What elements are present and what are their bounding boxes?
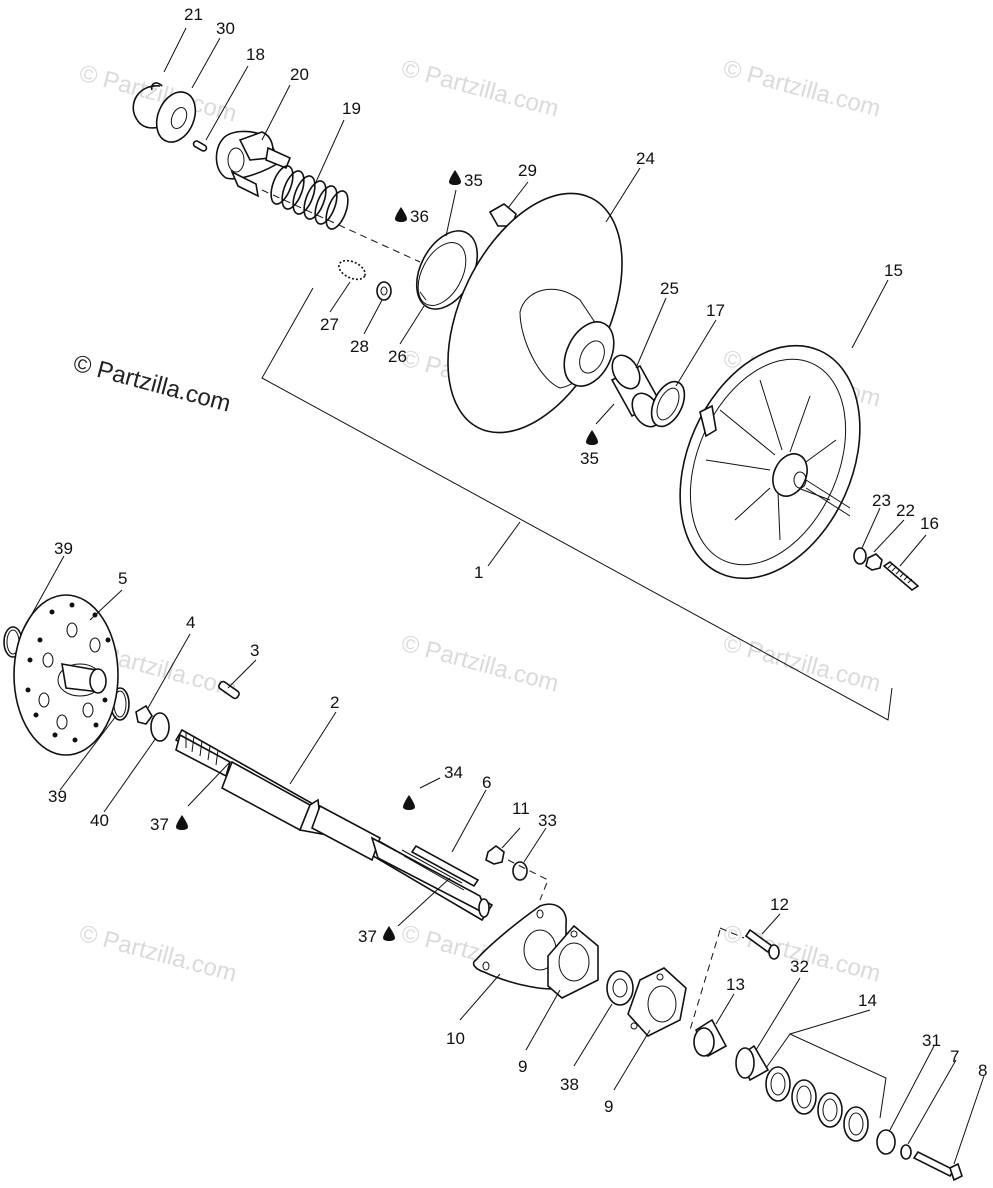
callout-label: 15	[884, 261, 903, 280]
callout-label: 35	[580, 449, 599, 468]
washer-31	[876, 1129, 896, 1155]
key-6	[410, 844, 480, 888]
callout-label: 29	[518, 161, 537, 180]
callout-label: 33	[538, 811, 557, 830]
callout-label: 32	[790, 957, 809, 976]
callout-label: 1	[474, 563, 483, 582]
callout-label: 22	[896, 501, 915, 520]
watermark: © Partzilla.com	[720, 55, 883, 123]
sheave-24	[447, 192, 623, 434]
shims-14	[765, 1066, 869, 1142]
circlip-21	[132, 85, 165, 129]
callout-label: 23	[872, 491, 891, 510]
callout-label: 2	[330, 693, 339, 712]
callout-label: 7	[950, 1047, 959, 1066]
stud-16	[882, 560, 920, 592]
callout-label: 3	[250, 641, 259, 660]
callout-label: 26	[388, 347, 407, 366]
bushing-25	[610, 354, 662, 428]
flange-9a	[547, 924, 599, 999]
callout-label: 16	[920, 514, 939, 533]
callout-label: 17	[706, 301, 725, 320]
callout-label: 34	[444, 763, 463, 782]
drop-icon	[403, 795, 415, 810]
spacer-32	[735, 1044, 770, 1082]
nut-11	[485, 845, 505, 865]
spider-20	[215, 130, 292, 198]
drop-icon	[449, 170, 461, 185]
bolt-8	[912, 1150, 963, 1182]
washer-33	[512, 861, 528, 881]
filter-27	[338, 259, 366, 281]
bolt-12	[744, 928, 780, 960]
callout-label: 37	[150, 815, 169, 834]
callout-label: 28	[350, 337, 369, 356]
washer-28	[376, 281, 392, 301]
drop-icon	[176, 815, 188, 830]
callout-label: 39	[54, 539, 73, 558]
bushing-13	[693, 1018, 728, 1058]
callout-label: 11	[512, 799, 530, 818]
callout-label: 19	[342, 99, 361, 118]
drop-icon	[586, 430, 598, 445]
callout-label: 40	[90, 811, 109, 830]
washer-30	[155, 91, 197, 143]
callout-label: 5	[118, 569, 127, 588]
callout-label: 30	[216, 19, 235, 38]
callout-label: 37	[358, 927, 377, 946]
callout-label: 12	[770, 895, 789, 914]
drop-icon	[395, 207, 407, 222]
callout-label: 14	[858, 991, 877, 1010]
callout-label: 21	[184, 5, 203, 24]
lower-assembly	[3, 594, 963, 1182]
spring-19	[270, 165, 349, 230]
callout-label: 8	[978, 1061, 987, 1080]
ring-40	[150, 712, 170, 742]
callout-label: 10	[446, 1029, 465, 1048]
callout-label: 13	[726, 975, 745, 994]
callout-label: 31	[922, 1031, 941, 1050]
watermark: © Partzilla.com	[720, 630, 883, 698]
bearing-38	[606, 970, 634, 1006]
washer-23	[853, 547, 867, 565]
callout-label: 35	[464, 171, 483, 190]
watermark: © Partzilla.com	[398, 630, 561, 698]
callout-label: 9	[604, 1097, 613, 1116]
sheave-15	[679, 344, 861, 580]
callout-labels: 21 30 18 20 19 35 36 29 24 27 28 26 25 1…	[48, 5, 987, 1116]
callout-label: 18	[246, 45, 265, 64]
lockwasher-7	[900, 1144, 912, 1160]
key-3	[218, 680, 240, 700]
leader-lines	[21, 27, 985, 1165]
brake-disc-5	[13, 594, 119, 756]
watermark: © Partzilla.com	[398, 55, 561, 123]
upper-assembly	[132, 82, 920, 721]
flange-9b	[627, 967, 687, 1037]
callout-label: 27	[320, 315, 339, 334]
drop-icon	[383, 926, 395, 941]
callout-label: 39	[48, 787, 67, 806]
callout-label: 24	[636, 149, 655, 168]
callout-label: 38	[560, 1075, 579, 1094]
callout-label: 25	[660, 279, 679, 298]
shaft-2	[174, 728, 494, 922]
nut-22	[865, 553, 883, 571]
pin-18	[192, 140, 208, 152]
watermark: © Partzilla.com	[720, 920, 883, 988]
callout-label: 4	[186, 613, 195, 632]
watermark: © Partzilla.com	[76, 920, 239, 988]
brand-watermark: © Partzilla.com	[70, 350, 233, 418]
callout-label: 36	[410, 207, 429, 226]
callout-label: 6	[482, 773, 491, 792]
callout-label: 9	[518, 1057, 527, 1076]
drop-icons	[176, 170, 598, 941]
callout-label: 20	[290, 65, 309, 84]
nut-4	[135, 704, 153, 725]
